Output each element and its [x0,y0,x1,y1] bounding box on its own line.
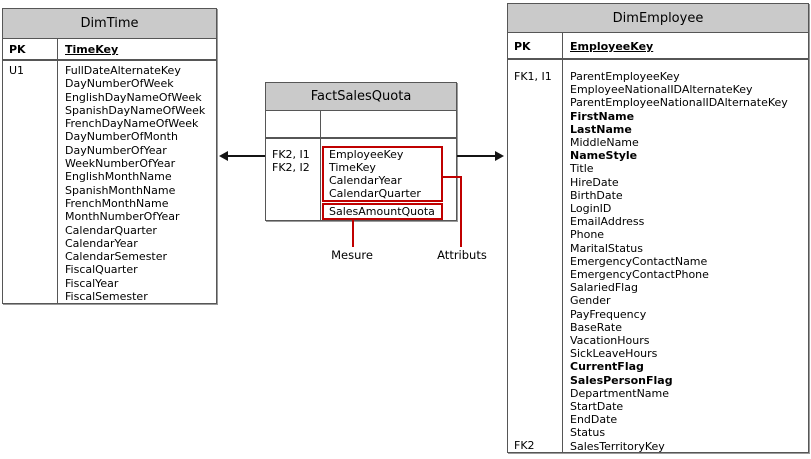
field-label: DayNumberOfYear [65,143,167,157]
relationship-line-fact-dimemployee [457,155,496,157]
field-label: BaseRate [570,320,623,334]
field-label: CalendarQuarter [329,187,421,200]
field-label: EmployeeKey [329,148,404,161]
foreign-key-label: FK1, I1 [514,70,552,83]
field-label: MonthNumberOfYear [65,210,180,224]
field-label: SpanishMonthName [65,183,176,197]
empty-pk-field-cell [321,111,456,137]
field-label: SalesPersonFlag [570,373,673,387]
field-label: StartDate [570,400,624,414]
relationship-line-dimtime-fact [227,155,265,157]
field-label: WeekNumberOfYear [65,157,176,171]
table-dimemployee-title: DimEmployee [508,4,808,33]
empty-pk-cell [266,111,321,137]
field-label: ParentEmployeeNationalIDAlternateKey [570,96,788,110]
field-label: TimeKey [329,161,376,174]
field-label: EmailAddress [570,215,645,229]
table-dimemployee-pk-row: PK EmployeeKey [508,33,808,60]
field-label: EmergencyContactName [570,254,708,268]
field-label: EmployeeNationalIDAlternateKey [570,83,753,97]
field-label: SickLeaveHours [570,347,658,361]
table-dimemployee: DimEmployee PK EmployeeKey FK1, I1 FK2 P… [507,3,809,453]
field-label: EmergencyContactPhone [570,268,709,282]
table-dimtime-pk-row: PK TimeKey [3,39,216,61]
field-label: Phone [570,228,605,242]
field-label: Title [570,162,594,176]
field-label: EnglishMonthName [65,170,172,184]
foreign-key-label: FK2 [514,438,535,452]
field-label: LastName [570,122,632,136]
field-label: MiddleName [570,136,639,150]
pk-field-name: TimeKey [65,43,119,56]
pk-label: PK [3,39,58,59]
field-label: SpanishDayNameOfWeek [65,103,206,117]
field-label: FrenchMonthName [65,196,169,210]
attributes-callout-label: Attributs [437,248,487,262]
field-label: FrenchDayNameOfWeek [65,117,199,131]
key-label-column: FK1, I1 FK2 [508,60,563,452]
field-label: FirstName [570,109,635,123]
field-label: PayFrequency [570,307,647,321]
field-label: BirthDate [570,188,623,202]
relationship-arrowhead-to-dimemployee [495,151,504,161]
field-label: SalesAmountQuota [329,205,435,218]
foreign-key-label: FK2, I2 [272,161,310,174]
field-label: HireDate [570,175,619,189]
pk-field-name: EmployeeKey [570,40,654,53]
field-label: MaritalStatus [570,241,643,255]
field-label: FullDateAlternateKey [65,64,181,77]
field-label: NameStyle [570,149,638,163]
attributes-callout-line-vertical [460,176,462,247]
field-label: SalesTerritoryKey [570,439,665,452]
attributes-callout-line-horizontal [441,176,462,178]
key-label-column: U1 [3,61,58,303]
field-label: CalendarSemester [65,250,168,264]
field-label: CurrentFlag [570,360,644,374]
field-label: Gender [570,294,611,308]
table-factsalesquota-pk-row [266,111,456,139]
field-label: DayNumberOfWeek [65,77,174,91]
unique-key-label: U1 [9,64,25,77]
field-label: Status [570,426,606,440]
pk-label: PK [508,33,563,58]
table-factsalesquota-title: FactSalesQuota [266,83,456,111]
field-label: CalendarYear [65,236,138,250]
measure-highlight-box: SalesAmountQuota [322,203,443,220]
table-dimtime: DimTime PK TimeKey U1 FullDateAlternateK… [2,8,217,304]
foreign-key-label: FK2, I1 [272,148,310,161]
field-label: CalendarQuarter [65,223,157,237]
relationship-arrowhead-to-dimtime [219,151,228,161]
field-label: EndDate [570,413,618,427]
field-label: FiscalQuarter [65,263,138,277]
field-label: ParentEmployeeKey [570,70,680,83]
field-label: SalariedFlag [570,281,638,295]
field-label: VacationHours [570,334,650,348]
field-label: LoginID [570,202,612,216]
field-label: DayNumberOfMonth [65,130,178,144]
field-label: FiscalYear [65,276,119,290]
field-label: DepartmentName [570,386,670,400]
measure-callout-line [352,218,354,247]
field-label: CalendarYear [329,174,402,187]
measure-callout-label: Mesure [331,248,373,262]
field-label: EnglishDayNameOfWeek [65,90,202,104]
table-dimtime-title: DimTime [3,9,216,39]
field-label: FiscalSemester [65,290,148,303]
